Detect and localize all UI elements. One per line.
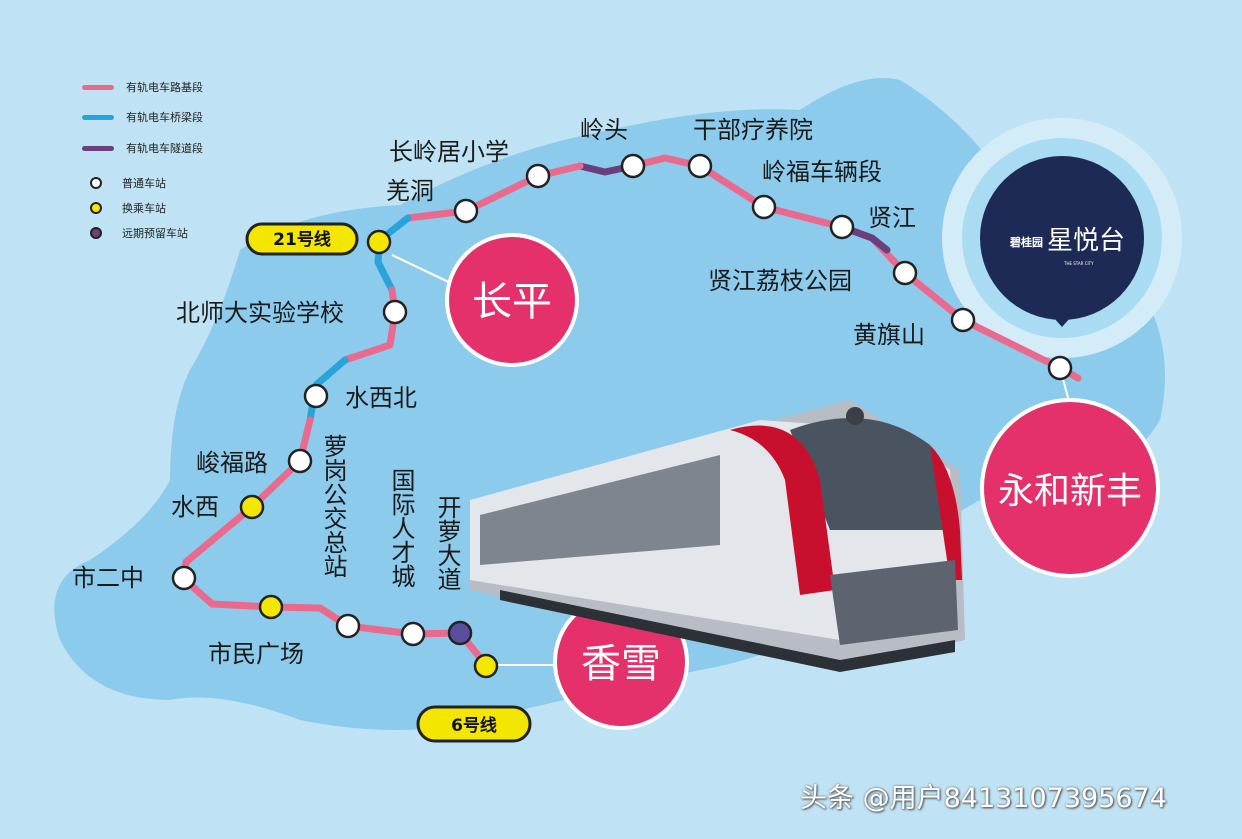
legend-item-transfer-station: 换乘车站 — [82, 199, 166, 217]
watermark: 头条 @用户8413107395674 — [800, 783, 1167, 814]
legend-label: 有轨电车桥梁段 — [126, 111, 203, 124]
station-line21-transfer-dot[interactable] — [366, 229, 392, 255]
station-label-bnu-school: 北师大实验学校 — [176, 299, 344, 327]
station-intl-talent-city-dot[interactable] — [400, 621, 426, 647]
station-xianjiang-lizhi-park-dot[interactable] — [892, 260, 918, 286]
station-label-lingfu-depot: 岭福车辆段 — [762, 158, 882, 186]
normal-station-swatch — [90, 177, 102, 189]
project-brand: 碧桂园 — [1009, 235, 1043, 249]
station-yonghe-terminus-dot[interactable] — [1047, 355, 1073, 381]
legend-label: 换乘车站 — [122, 202, 166, 215]
line21-tag — [245, 222, 359, 256]
station-label-luogang-bus-station: 萝岗公交总站 — [319, 434, 347, 578]
legend-item-road: 有轨电车路基段 — [82, 78, 203, 96]
road-swatch — [82, 84, 114, 90]
project-name: 星悦台 — [1047, 226, 1125, 256]
station-ganbu-sanatorium-dot[interactable] — [687, 153, 713, 179]
legend-item-reserved-station: 远期预留车站 — [82, 224, 188, 242]
station-label-junfu-road: 峻福路 — [196, 449, 268, 477]
station-label-lingtou: 岭头 — [580, 116, 628, 144]
station-label-qiangdong: 羌洞 — [386, 177, 434, 205]
station-lingtou-dot[interactable] — [620, 153, 646, 179]
station-label-shierzhong: 市二中 — [72, 564, 144, 592]
bridge-swatch — [82, 114, 114, 120]
line6-label: 6号线 — [451, 715, 497, 736]
district-yonghe: 永和新丰 — [980, 367, 1160, 578]
station-kailuo-avenue-dot[interactable] — [447, 620, 473, 646]
station-changlingju-school-dot[interactable] — [525, 163, 551, 189]
station-citizen-square-dot[interactable] — [258, 594, 284, 620]
station-label-ganbu-sanatorium: 干部疗养院 — [693, 116, 813, 144]
line6-callout: 6号线 — [416, 664, 560, 743]
line6-tag — [416, 705, 532, 743]
district-changping-label: 长平 — [472, 279, 552, 325]
station-shierzhong-dot[interactable] — [171, 565, 197, 591]
station-qiangdong-dot[interactable] — [453, 198, 479, 224]
station-xianjiang-dot[interactable] — [829, 214, 855, 240]
station-label-huangqishan: 黄旗山 — [853, 321, 925, 349]
tram-train-illustration — [470, 400, 965, 672]
legend-label: 有轨电车路基段 — [126, 81, 203, 94]
station-shuixibei-dot[interactable] — [303, 383, 329, 409]
district-yonghe-label: 永和新丰 — [998, 471, 1142, 512]
legend-label: 远期预留车站 — [122, 227, 188, 240]
station-lingfu-depot-dot[interactable] — [751, 194, 777, 220]
district-xiangxue-label: 香雪 — [581, 641, 661, 687]
station-label-shuixi: 水西 — [171, 493, 219, 521]
station-label-intl-talent-city: 国际人才城 — [387, 468, 415, 588]
stations — [171, 153, 1073, 679]
reserved-station-swatch — [90, 227, 102, 239]
legend-label: 普通车站 — [122, 177, 166, 190]
station-luogang-bus-station-dot[interactable] — [335, 613, 361, 639]
legend-item-bridge: 有轨电车桥梁段 — [82, 108, 203, 126]
transfer-station-swatch — [90, 202, 102, 214]
tunnel-swatch — [82, 145, 114, 151]
station-shuixi-dot[interactable] — [239, 494, 265, 520]
route-road-changling — [404, 162, 584, 222]
legend-label: 有轨电车隧道段 — [126, 142, 203, 155]
project-badge: 碧桂园 星悦台 THE STAR CITY — [942, 118, 1182, 358]
station-label-xianjiang: 贤江 — [868, 204, 916, 232]
station-labels: 黄旗山 贤江荔枝公园 贤江 岭福车辆段 干部疗养院 岭头 长岭居小学 羌洞 北师… — [72, 116, 925, 668]
district-changping: 长平 — [391, 233, 579, 367]
station-label-citizen-square: 市民广场 — [208, 640, 304, 668]
legend-item-normal-station: 普通车站 — [82, 174, 166, 192]
station-label-xianjiang-lizhi-park: 贤江荔枝公园 — [708, 267, 852, 295]
station-label-shuixibei: 水西北 — [345, 384, 417, 412]
line21-label: 21号线 — [273, 229, 331, 250]
legend-item-tunnel: 有轨电车隧道段 — [82, 139, 203, 157]
station-label-changlingju-school: 长岭居小学 — [389, 138, 509, 166]
station-junfu-road-dot[interactable] — [287, 448, 313, 474]
project-pointer — [1054, 318, 1070, 327]
station-bnu-school-dot[interactable] — [382, 299, 408, 325]
station-huangqishan-dot[interactable] — [950, 307, 976, 333]
station-line6-transfer-dot[interactable] — [473, 653, 499, 679]
project-sub: THE STAR CITY — [1063, 261, 1094, 266]
station-label-kailuo-avenue: 开萝大道 — [433, 495, 461, 591]
